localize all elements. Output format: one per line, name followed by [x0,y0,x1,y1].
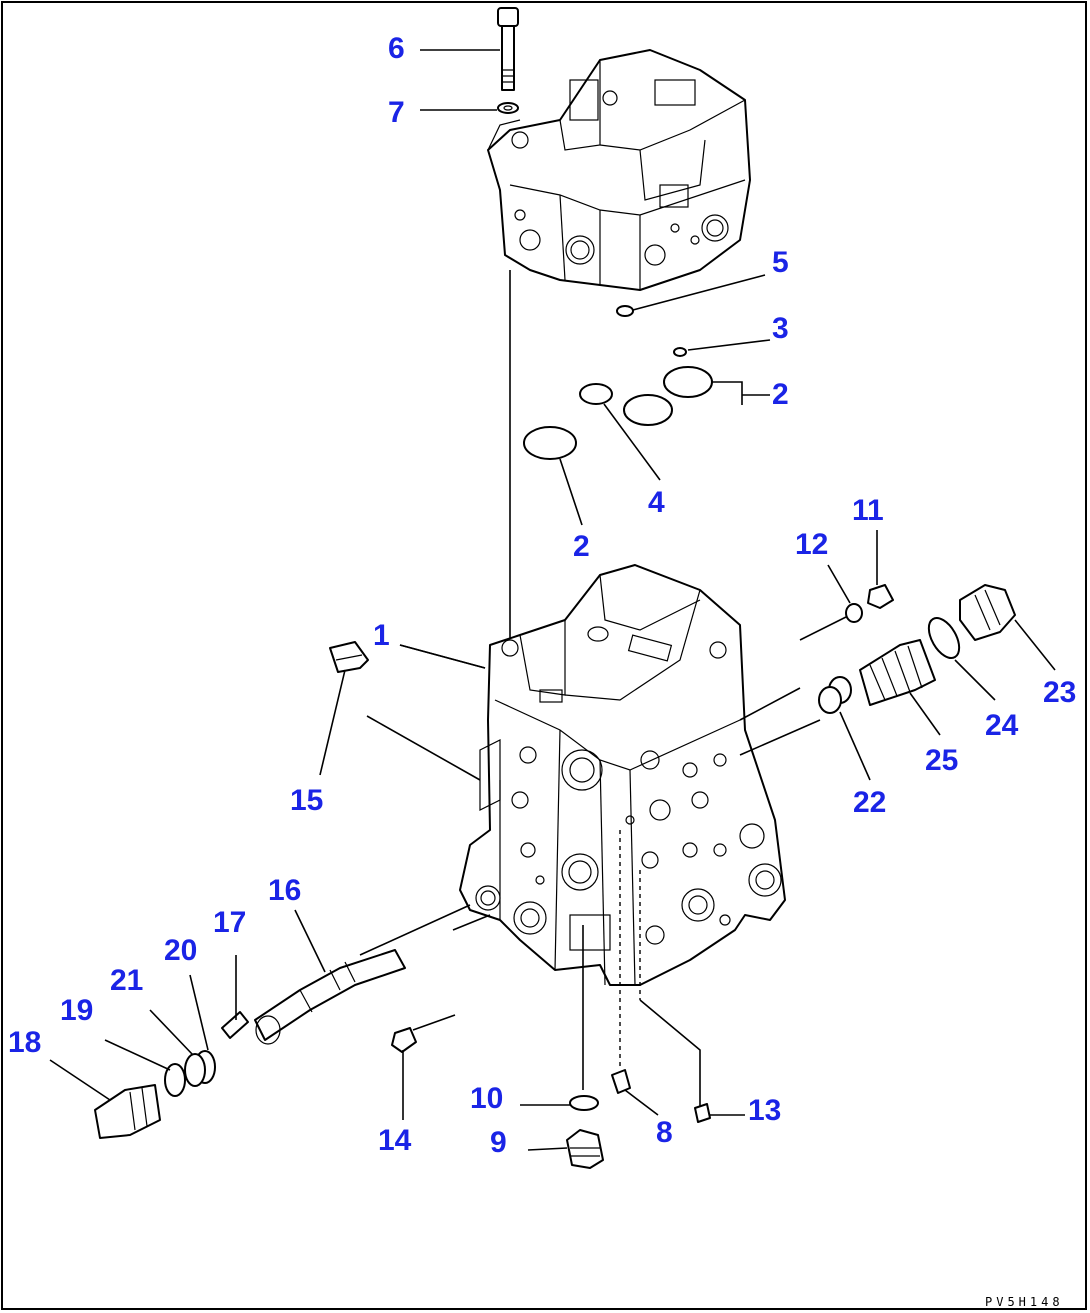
callout-2b: 2 [573,530,590,563]
callout-10: 10 [470,1082,503,1115]
drawing-code: PV5H148 [985,1295,1064,1309]
callout-11: 11 [852,494,884,527]
o-ring-4a [579,383,613,405]
callout-20: 20 [164,934,197,967]
leader-4 [603,403,661,481]
spring-17 [221,1011,249,1039]
callout-15: 15 [290,784,323,817]
leader-2a [712,381,770,405]
callout-18: 18 [8,1026,41,1059]
plug-9 [566,1129,604,1169]
o-ring-3 [673,347,687,357]
o-ring-10 [569,1095,599,1111]
callout-9: 9 [490,1126,507,1159]
callout-14: 14 [378,1124,412,1157]
plug-15 [329,641,369,673]
callout-22: 22 [853,786,886,819]
leader-18 [49,1059,111,1101]
plug-8 [611,1069,631,1094]
leader-25 [909,692,941,736]
callout-8: 8 [656,1116,673,1149]
plug-22 [818,676,852,714]
leader-1 [399,644,486,669]
leader-2b [559,458,583,526]
leader-19 [104,1039,171,1071]
o-ring-12 [845,603,863,623]
bolt-6 [497,7,519,91]
leader-15 [319,669,346,776]
leader-24 [954,659,996,701]
o-ring-2-upper [663,366,713,398]
plug-18 [94,1084,161,1139]
callout-25: 25 [925,744,958,777]
o-ring-19 [164,1063,186,1097]
spring-25 [859,639,936,706]
callout-13: 13 [748,1094,781,1127]
callout-4: 4 [648,486,665,519]
leader-12 [827,564,851,604]
leader-5 [632,274,766,311]
leader-3 [687,339,771,351]
o-ring-4b [623,394,673,426]
callout-3: 3 [772,312,789,345]
callout-24: 24 [985,709,1019,742]
callout-2a: 2 [772,378,789,411]
callout-7: 7 [388,96,405,129]
leader-16 [294,909,326,973]
leader-23 [1014,619,1056,671]
plug-14 [391,1027,417,1053]
leader-21 [149,1009,194,1056]
callout-1: 1 [373,619,390,652]
callout-5: 5 [772,246,789,279]
o-ring-24 [927,617,961,659]
spool-16 [254,949,406,1045]
leader-22 [839,711,871,781]
plug-11 [867,584,894,609]
callout-19: 19 [60,994,93,1027]
o-ring-2-lower [523,426,577,460]
leader-9 [527,1147,568,1151]
plug-13 [694,1103,711,1123]
callout-16: 16 [268,874,301,907]
callout-21: 21 [110,964,143,997]
plug-23 [959,584,1016,641]
o-ring-5 [616,305,634,317]
upper-valve-body [487,49,751,291]
callout-17: 17 [213,906,246,939]
callout-12: 12 [795,528,828,561]
main-valve-body [459,564,786,986]
leader-20 [189,974,209,1051]
callout-23: 23 [1043,676,1076,709]
o-ring-21 [184,1053,206,1087]
washer-7 [497,102,519,114]
leader-8 [624,1089,659,1116]
callout-6: 6 [388,32,405,65]
